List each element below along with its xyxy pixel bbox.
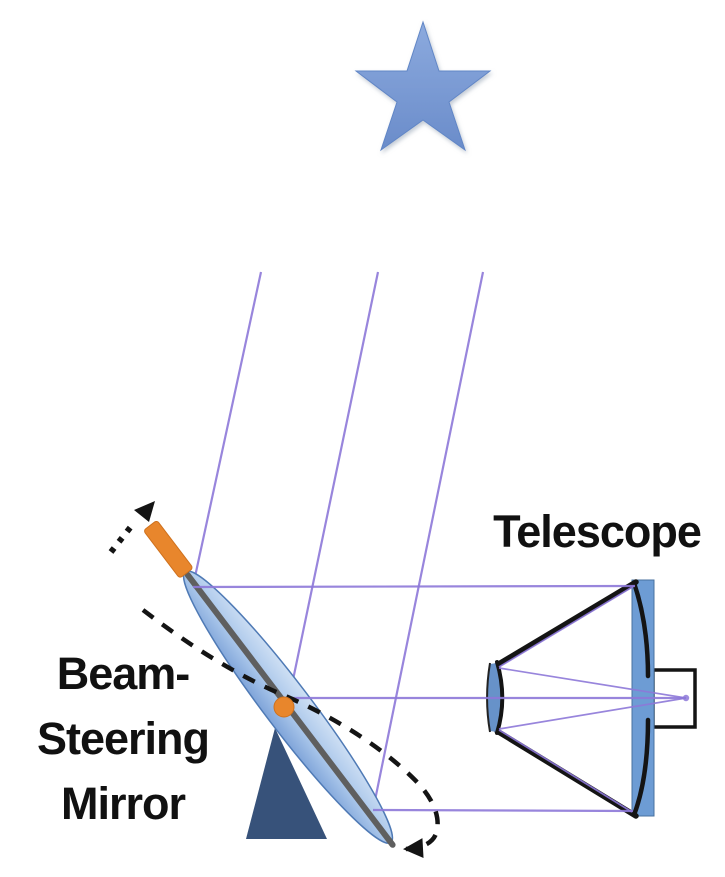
mirror-label-line1: Beam- — [56, 648, 191, 699]
telescope-internal-ray — [498, 729, 633, 813]
telescope-bottom-edge — [494, 728, 639, 819]
mirror-actuator — [144, 520, 193, 578]
incoming-ray — [287, 271, 380, 700]
dotted-arrow-icon — [108, 501, 155, 554]
beam-steering-mirror-label: Beam- Steering Mirror — [0, 641, 246, 836]
telescope-internal-ray — [498, 697, 687, 730]
incoming-starlight-rays — [191, 271, 485, 811]
incoming-ray — [191, 271, 263, 587]
primary-mirror-surface-lower — [631, 717, 651, 818]
reflected-ray-horizontal — [372, 808, 634, 813]
telescope-label: Telescope — [493, 506, 702, 557]
mirror-label-line3: Mirror — [60, 778, 186, 829]
telescope-top-edge — [494, 579, 639, 668]
focus-point — [682, 694, 690, 702]
reflected-ray-horizontal — [192, 584, 636, 589]
incoming-ray — [371, 271, 485, 811]
reflected-rays — [192, 584, 690, 813]
mirror-stand — [246, 728, 327, 839]
telescope-internal-ray — [498, 585, 635, 668]
dotted-arrow-head — [134, 501, 155, 522]
curved-dashed-arrow-icon — [141, 608, 440, 859]
primary-mirror-surface-upper — [631, 580, 651, 679]
mirror-pivot-dot — [273, 696, 295, 718]
telescope-internal-ray — [498, 667, 687, 699]
dotted-arrow-shaft — [108, 522, 136, 554]
star-icon — [354, 20, 492, 152]
mirror-label-line2: Steering — [36, 713, 210, 764]
